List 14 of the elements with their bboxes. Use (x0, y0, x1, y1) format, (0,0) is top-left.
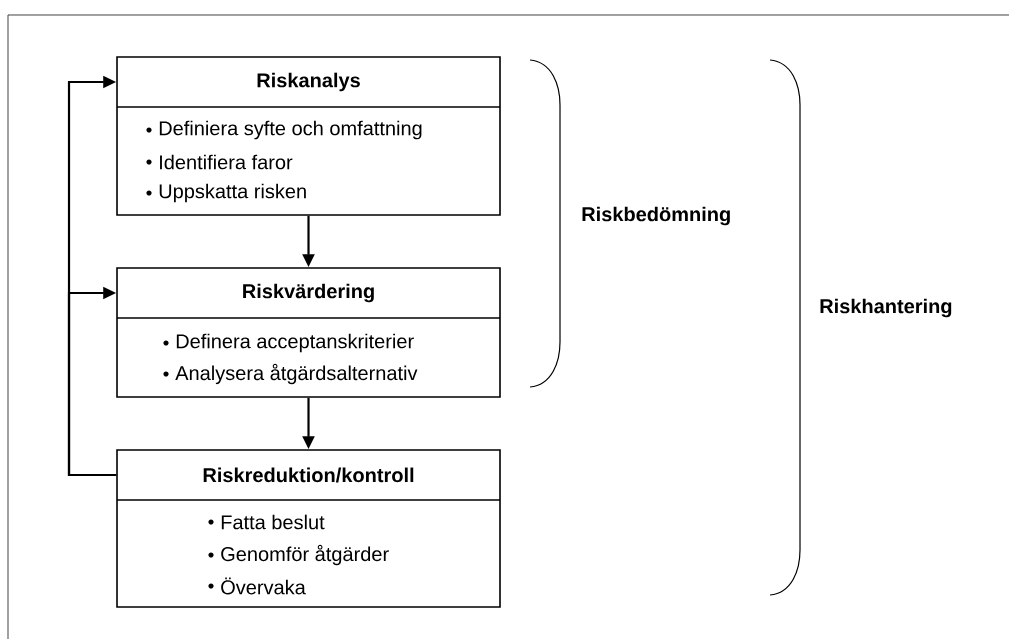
bullet-item: Genomför åtgärder (208, 544, 389, 566)
bullet-item: Fatta beslut (208, 514, 325, 530)
bullet-item: Analysera åtgärdsalternativ (163, 363, 418, 385)
bullet-item: Identifiera faror (146, 154, 293, 170)
bullet-item: Definera acceptanskriterier (163, 333, 414, 353)
bullet-item: Uppskatta risken (146, 183, 306, 203)
arrow (67, 286, 117, 477)
box-heading: Riskvärdering (243, 283, 374, 303)
bullet-item: Övervaka (208, 577, 306, 595)
bullet-item: Definiera syfte och omfattning (146, 120, 422, 140)
bracket-label: Riskhantering (820, 298, 952, 318)
box-heading: Riskreduktion/kontroll (203, 467, 414, 483)
box-heading: Riskanalys (257, 72, 360, 92)
bracket-label: Riskbedömning (582, 206, 730, 226)
